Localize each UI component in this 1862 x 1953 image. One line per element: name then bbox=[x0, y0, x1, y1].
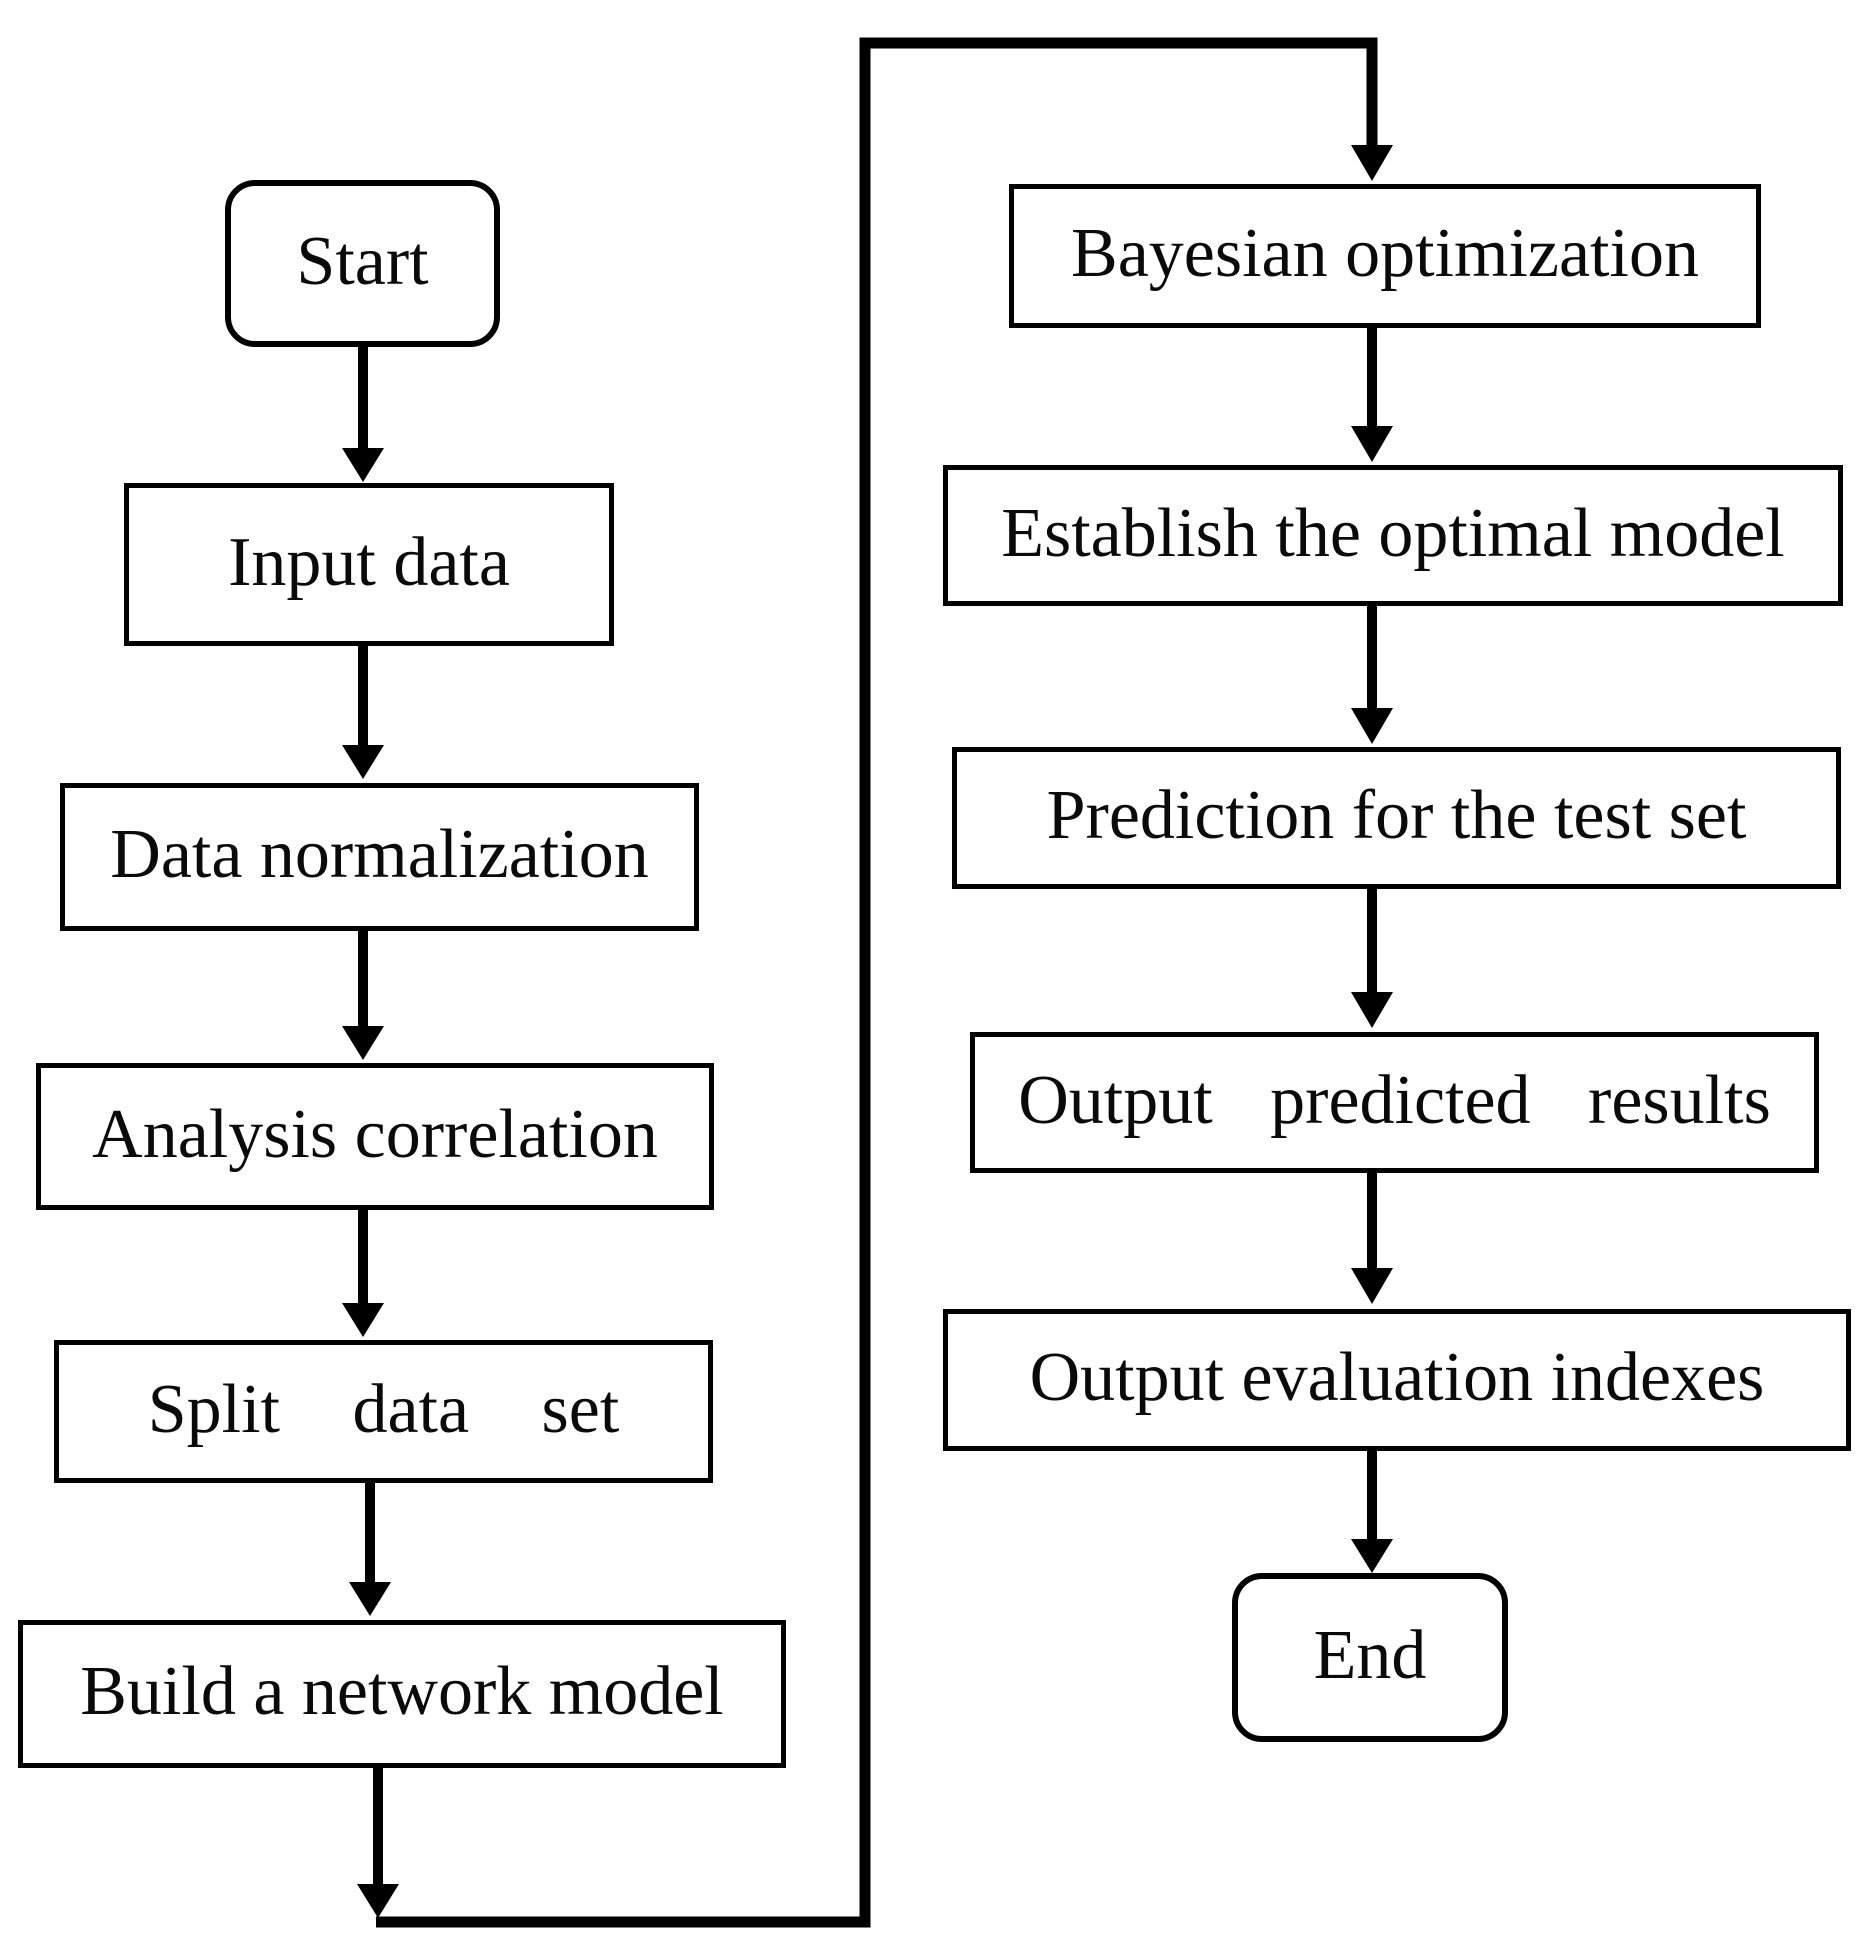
edge-normalization-to-analysis-arrow bbox=[342, 929, 384, 1060]
node-build-network-model: Build a network model bbox=[18, 1620, 786, 1768]
node-split-data-set: Split data set bbox=[54, 1340, 713, 1483]
edge-split-to-build-arrow bbox=[349, 1481, 391, 1616]
node-prediction-test-set: Prediction for the test set bbox=[952, 747, 1841, 889]
node-analysis-correlation: Analysis correlation bbox=[36, 1063, 714, 1210]
node-establish-optimal-model: Establish the optimal model bbox=[943, 465, 1843, 606]
edge-build-exit-arrow bbox=[357, 1766, 399, 1918]
edge-start-to-input-arrow bbox=[342, 347, 384, 482]
edge-bayesian-to-establish-arrow bbox=[1351, 326, 1393, 462]
node-output-predicted-results: Output predicted results bbox=[970, 1032, 1819, 1173]
edge-analysis-to-split-arrow bbox=[342, 1208, 384, 1337]
edge-establish-to-prediction-arrow bbox=[1351, 604, 1393, 744]
node-output-evaluation-indexes: Output evaluation indexes bbox=[943, 1309, 1851, 1451]
node-data-normalization: Data normalization bbox=[60, 783, 699, 931]
edge-outputpredicted-to-outputevaluation-arrow bbox=[1351, 1171, 1393, 1304]
node-end: End bbox=[1232, 1573, 1508, 1742]
node-bayesian-optimization: Bayesian optimization bbox=[1009, 184, 1761, 328]
node-input-data: Input data bbox=[124, 483, 614, 646]
edge-build-to-bayesian-connector bbox=[376, 37, 1393, 1928]
edge-input-to-normalization-arrow bbox=[342, 644, 384, 779]
node-start: Start bbox=[225, 180, 500, 347]
edge-outputevaluation-to-end-arrow bbox=[1351, 1449, 1393, 1573]
edge-prediction-to-outputpredicted-arrow bbox=[1351, 887, 1393, 1028]
